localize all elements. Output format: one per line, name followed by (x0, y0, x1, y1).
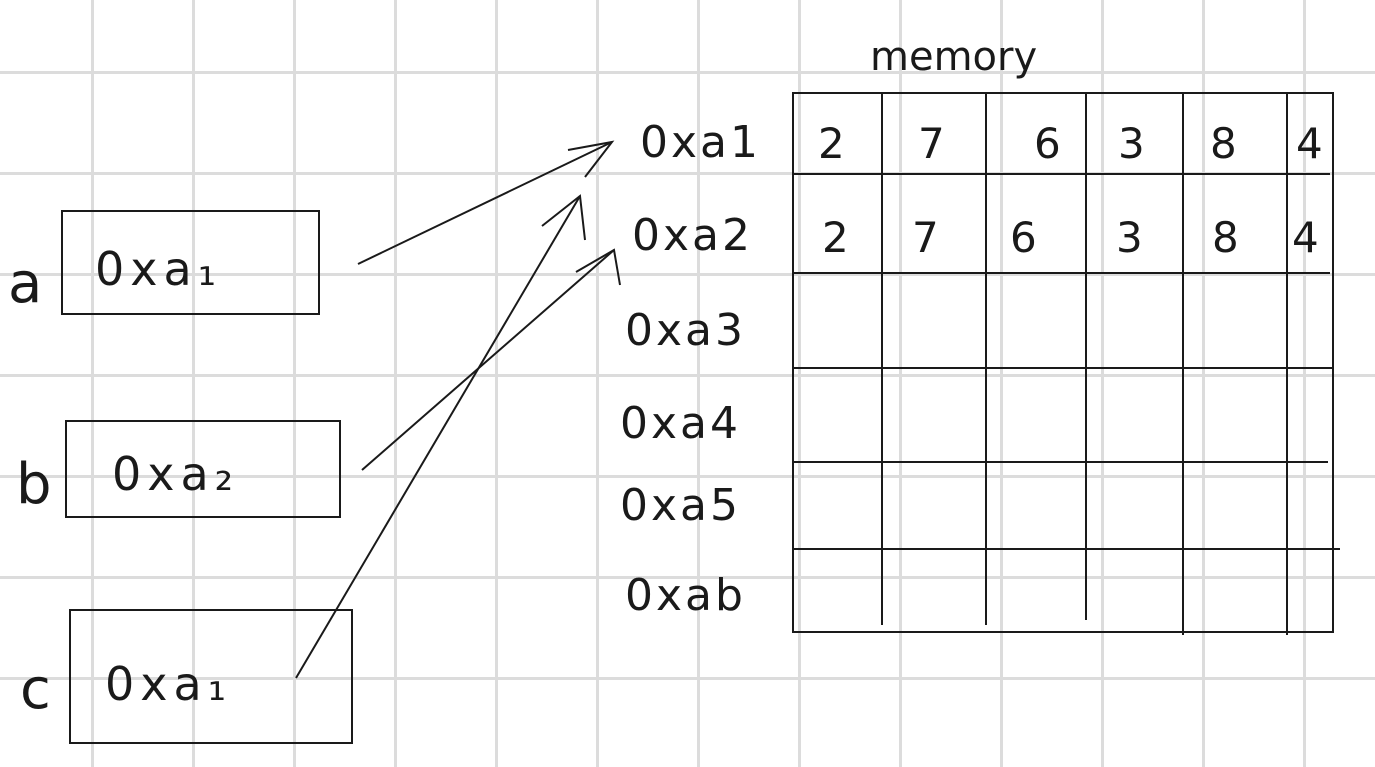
memory-cell: 8 (1210, 119, 1237, 168)
address-label: 0xa3 (625, 305, 746, 356)
memory-cell: 6 (1010, 213, 1037, 262)
variable-name: c (20, 657, 51, 722)
memory-cell: 8 (1212, 213, 1239, 262)
address-label: 0xa2 (632, 210, 753, 261)
variable-a: a 0xa₁ (8, 210, 320, 316)
arrowhead-icon (575, 248, 621, 286)
address-label: 0xa5 (620, 480, 741, 531)
pointer-box (65, 420, 341, 518)
arrowhead-icon (567, 140, 615, 178)
memory-cell: 2 (822, 213, 849, 262)
arrowhead-icon (541, 194, 586, 241)
memory-cell: 3 (1116, 213, 1143, 262)
address-label: 0xab (625, 570, 746, 621)
arrow-b-to-0xa2 (361, 249, 615, 471)
memory-cell: 6 (1034, 119, 1061, 168)
pointer-value: 0xa₂ (112, 447, 239, 501)
pointer-value: 0xa₁ (95, 242, 222, 296)
pointer-value: 0xa₁ (105, 657, 232, 711)
arrow-c-to-0xa1 (295, 195, 581, 679)
variable-name: b (16, 452, 52, 517)
memory-row-0a1: 2 7 6 3 8 4 (818, 119, 1323, 168)
address-label: 0xa4 (620, 398, 741, 449)
arrow-a-to-0xa1 (357, 141, 613, 265)
address-label: 0xa1 (640, 117, 761, 168)
pointer-arrows (295, 140, 621, 679)
memory-cell: 2 (818, 119, 845, 168)
memory-title: memory (870, 34, 1037, 80)
pointer-box (61, 210, 320, 315)
variable-c: c 0xa₁ (20, 609, 353, 744)
memory-cell: 4 (1292, 213, 1319, 262)
memory-cell: 4 (1296, 119, 1323, 168)
memory-grid (792, 92, 1340, 635)
variable-name: a (8, 251, 42, 316)
memory-border (792, 92, 1334, 633)
memory-cell: 7 (918, 119, 945, 168)
memory-cell: 3 (1118, 119, 1145, 168)
memory-cell: 7 (912, 213, 939, 262)
memory-row-0a2: 2 7 6 3 8 4 (822, 213, 1319, 262)
pointer-box (69, 609, 353, 744)
address-column: 0xa1 0xa2 0xa3 0xa4 0xa5 0xab (620, 117, 761, 621)
variable-b: b 0xa₂ (16, 420, 341, 518)
